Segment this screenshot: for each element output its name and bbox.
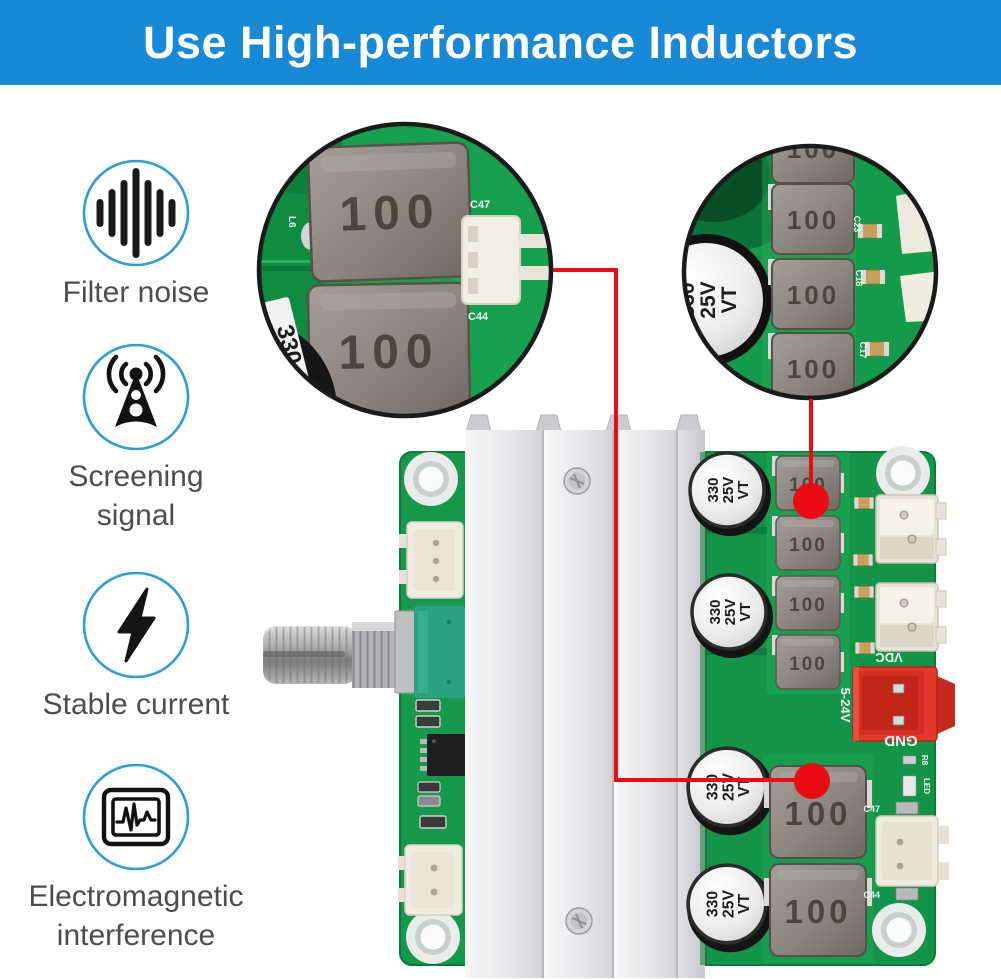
- magnifier-ring: [681, 143, 939, 401]
- header-banner: Use High-performance Inductors: [0, 0, 1001, 85]
- smd-capacitor: [854, 586, 874, 598]
- equalizer-icon: [82, 159, 190, 267]
- smd-capacitor: [854, 496, 874, 510]
- smd-capacitor: [853, 554, 873, 566]
- silkscreen-power: VDC: [875, 650, 903, 665]
- callout-dot-bottom: [794, 763, 830, 799]
- silkscreen-c47: C47: [470, 199, 490, 211]
- jst-connector-output: [875, 494, 947, 564]
- inductor-magnified: [767, 258, 855, 330]
- capacitor-magnified: 330 25V VT: [684, 234, 772, 366]
- smd-capacitor: [895, 887, 919, 901]
- smd-capacitor: [895, 801, 919, 815]
- silkscreen-c44: C44: [468, 311, 489, 323]
- mounting-hole: [876, 446, 930, 500]
- silkscreen-voltage-range: 5-24V: [838, 688, 853, 723]
- smd-capacitor: [855, 642, 875, 654]
- magnifier-circle-right: 330 25V VT C23 C18 C17: [681, 143, 939, 401]
- callout-dot-top: [793, 483, 829, 519]
- smd-resistor: [902, 755, 917, 765]
- inductor: [763, 863, 873, 957]
- jst-connector-output: [875, 582, 947, 652]
- inductor: [771, 515, 845, 571]
- capacitor-series: VT: [718, 286, 741, 313]
- connector-edge: [900, 270, 936, 322]
- jst-connector-3pin: [399, 521, 464, 599]
- antenna-icon: [82, 343, 190, 451]
- inductor-magnified: [306, 140, 474, 284]
- silkscreen-ground: GND: [884, 732, 918, 749]
- feature-stable-current: Stable current: [8, 570, 264, 724]
- jst-connector-magnified: [461, 215, 550, 305]
- feature-label: Filter noise: [62, 276, 210, 309]
- feature-filter-noise: Filter noise: [8, 158, 264, 312]
- silkscreen-c17: C17: [858, 342, 868, 359]
- magnifier-ring: [256, 121, 554, 419]
- inductor: [771, 575, 845, 631]
- jst-connector-2pin-right: [875, 815, 949, 887]
- silkscreen-c47: C47: [863, 804, 880, 814]
- silkscreen-r8: R8: [920, 755, 929, 766]
- lightning-icon: [82, 571, 190, 679]
- page-title: Use High-performance Inductors: [142, 16, 859, 68]
- mounting-hole: [872, 903, 926, 957]
- potentiometer: [263, 606, 466, 698]
- heatsink-screw: [563, 467, 591, 495]
- amplifier-board: VDC GND 5-24V R8 LED C47 C44: [263, 414, 955, 978]
- smd-led: [902, 775, 917, 797]
- inductor: [771, 634, 845, 690]
- silkscreen-led: LED: [922, 778, 931, 794]
- power-connector-red: [852, 666, 955, 742]
- mounting-hole: [404, 452, 458, 506]
- jst-connector-2pin: [398, 844, 463, 916]
- inductor-magnified: [767, 183, 855, 255]
- oscilloscope-icon: [82, 763, 190, 871]
- callouts: [553, 268, 830, 799]
- heatsink: [465, 414, 707, 978]
- silkscreen-l6: L6: [286, 216, 297, 228]
- mounting-hole: [406, 910, 460, 964]
- smd-resistors: [415, 699, 447, 829]
- callout-line-left: [553, 268, 795, 782]
- capacitor-voltage: 25V: [697, 281, 720, 318]
- silkscreen-c23: C23: [852, 216, 862, 233]
- silkscreen-c44: C44: [863, 890, 880, 900]
- connector-edge: [896, 186, 936, 254]
- heatsink-screw: [565, 907, 593, 935]
- feature-label: Stable current: [42, 688, 230, 721]
- silkscreen-c18: C18: [854, 270, 864, 287]
